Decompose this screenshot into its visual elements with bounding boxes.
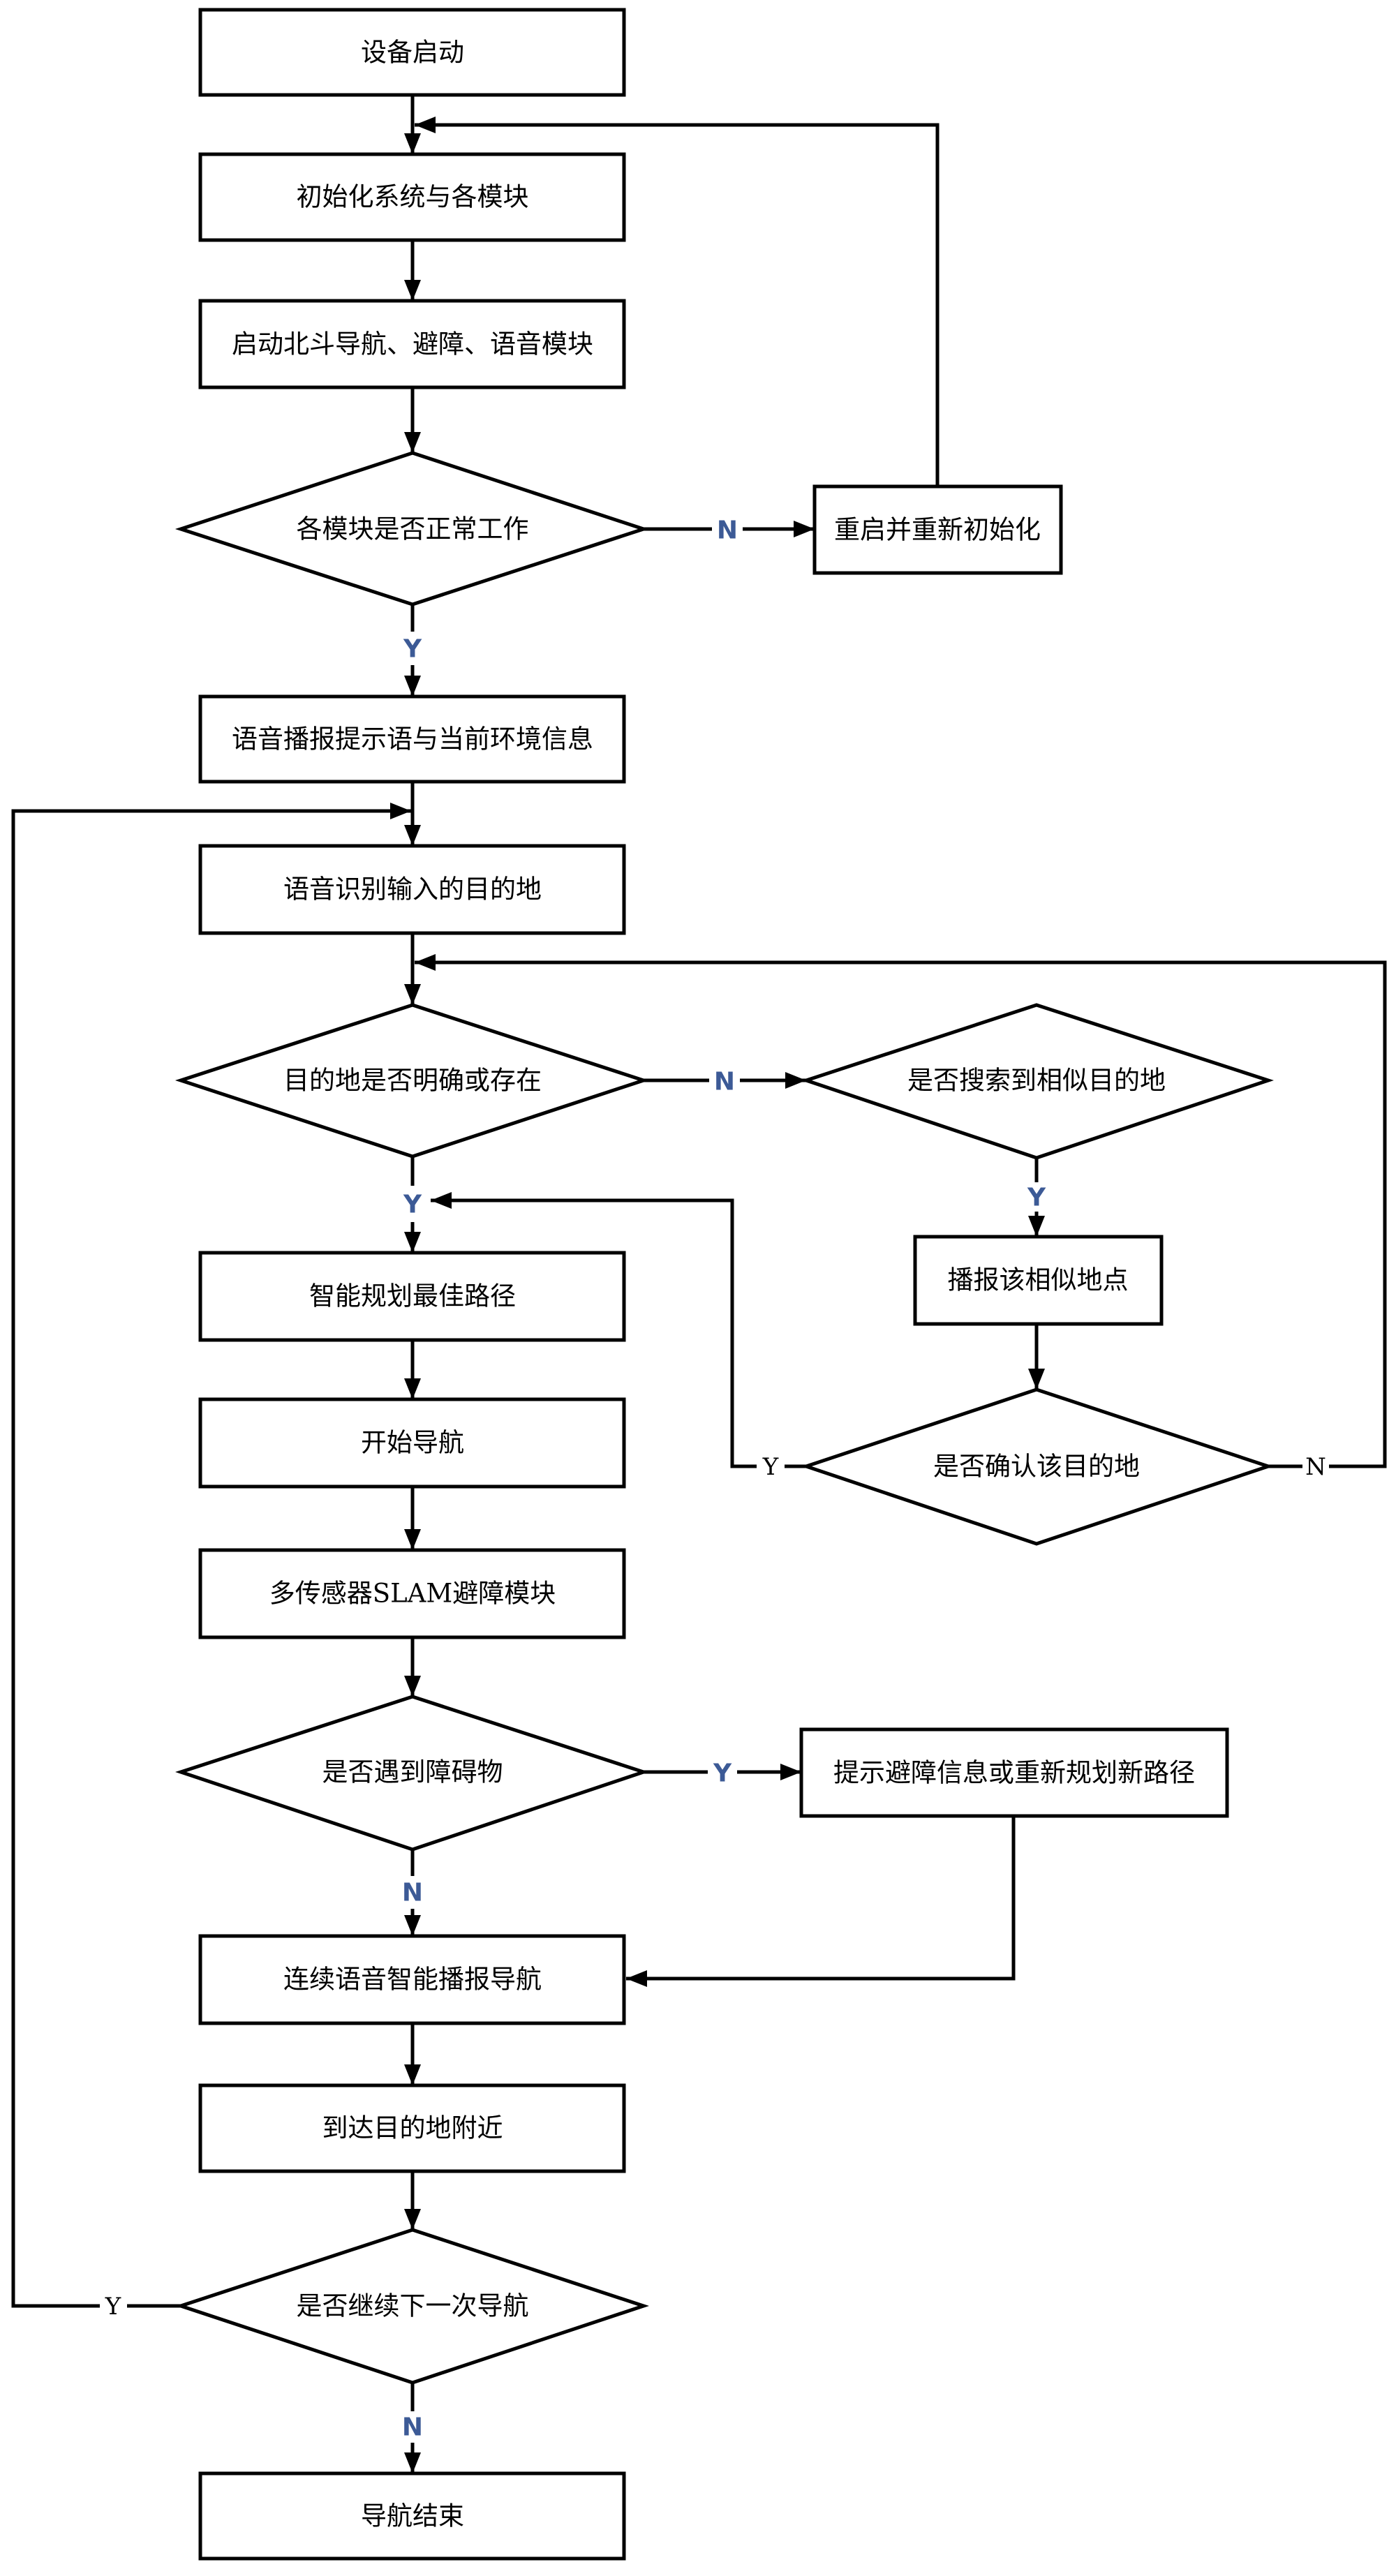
arrow-avoidance-to-continuous xyxy=(626,1816,1016,1987)
edge-label-destination-yes: Y xyxy=(403,1191,422,1219)
node-label: 各模块是否正常工作 xyxy=(297,514,529,544)
node-label: 设备启动 xyxy=(361,38,464,68)
node-label: 目的地是否明确或存在 xyxy=(283,1066,542,1096)
node-label: 初始化系统与各模块 xyxy=(297,182,529,212)
process-box-voice-prompt: 语音播报提示语与当前环境信息 xyxy=(198,694,626,784)
edge-label-destination-no: N xyxy=(714,1068,735,1096)
process-box-slam-avoidance: 多传感器SLAM避障模块 xyxy=(198,1548,626,1639)
process-box-avoidance-prompt: 提示避障信息或重新规划新路径 xyxy=(799,1727,1229,1818)
edge-label-modules-yes: Y xyxy=(403,635,422,664)
node-label: 重启并重新初始化 xyxy=(834,515,1041,545)
node-label: 语音识别输入的目的地 xyxy=(283,874,542,904)
process-box-near-destination: 到达目的地附近 xyxy=(198,2083,626,2173)
node-label: 语音播报提示语与当前环境信息 xyxy=(232,724,593,754)
node-label: 多传感器SLAM避障模块 xyxy=(269,1579,556,1609)
process-box-start-navigation: 开始导航 xyxy=(198,1397,626,1489)
node-label: 是否继续下一次导航 xyxy=(297,2291,529,2321)
node-label: 连续语音智能播报导航 xyxy=(283,1965,542,1995)
edge-label-modules-no: N xyxy=(717,516,738,545)
process-box-voice-input: 语音识别输入的目的地 xyxy=(198,844,626,935)
edge-label-obstacle-yes: Y xyxy=(713,1759,732,1788)
process-box-continuous-broadcast: 连续语音智能播报导航 xyxy=(198,1934,626,2025)
process-box-plan-path: 智能规划最佳路径 xyxy=(198,1251,626,1342)
decision-confirm-destination: 是否确认该目的地 xyxy=(801,1387,1274,1546)
edge-label-continue-no: N xyxy=(402,2413,423,2442)
node-label: 智能规划最佳路径 xyxy=(309,1281,516,1311)
decision-check-modules: 各模块是否正常工作 xyxy=(174,451,650,606)
edge-label-obstacle-no: N xyxy=(402,1879,423,1907)
process-box-start: 设备启动 xyxy=(198,8,626,97)
node-label: 导航结束 xyxy=(361,2501,464,2531)
process-box-restart: 重启并重新初始化 xyxy=(812,484,1063,575)
arrow-confirm-yes-to-plan xyxy=(431,1192,757,1468)
decision-check-destination: 目的地是否明确或存在 xyxy=(174,1003,650,1159)
decision-search-similar: 是否搜索到相似目的地 xyxy=(801,1003,1274,1160)
connectors xyxy=(11,95,1387,2473)
process-box-launch-modules: 启动北斗导航、避障、语音模块 xyxy=(198,299,626,389)
decision-continue-navigation: 是否继续下一次导航 xyxy=(175,2228,649,2385)
node-label: 提示避障信息或重新规划新路径 xyxy=(833,1758,1195,1788)
node-label: 播报该相似地点 xyxy=(948,1265,1129,1295)
edge-labels: N Y N Y Y Y N Y N Y N xyxy=(105,516,1326,2442)
node-label: 到达目的地附近 xyxy=(322,2113,503,2143)
process-box-init: 初始化系统与各模块 xyxy=(198,152,626,242)
node-label: 开始导航 xyxy=(361,1428,464,1458)
arrow-confirm-no-loop-to-destination xyxy=(415,954,1387,1468)
node-label: 是否遇到障碍物 xyxy=(322,1757,503,1787)
node-label: 是否确认该目的地 xyxy=(933,1452,1140,1482)
edge-label-confirm-no: N xyxy=(1305,1453,1326,1481)
node-label: 启动北斗导航、避障、语音模块 xyxy=(232,329,593,359)
edge-label-continue-yes: Y xyxy=(105,2293,121,2321)
node-label: 是否搜索到相似目的地 xyxy=(907,1066,1166,1096)
arrow-continue-yes-loop-to-voice-input xyxy=(11,803,411,2308)
process-box-end: 导航结束 xyxy=(198,2471,626,2561)
edge-label-similar-yes: Y xyxy=(1027,1184,1046,1212)
arrow-restart-loop-to-init xyxy=(415,117,940,486)
decision-check-obstacle: 是否遇到障碍物 xyxy=(175,1695,649,1852)
edge-label-confirm-yes: Y xyxy=(762,1453,779,1481)
process-box-announce-similar: 播报该相似地点 xyxy=(913,1235,1164,1326)
